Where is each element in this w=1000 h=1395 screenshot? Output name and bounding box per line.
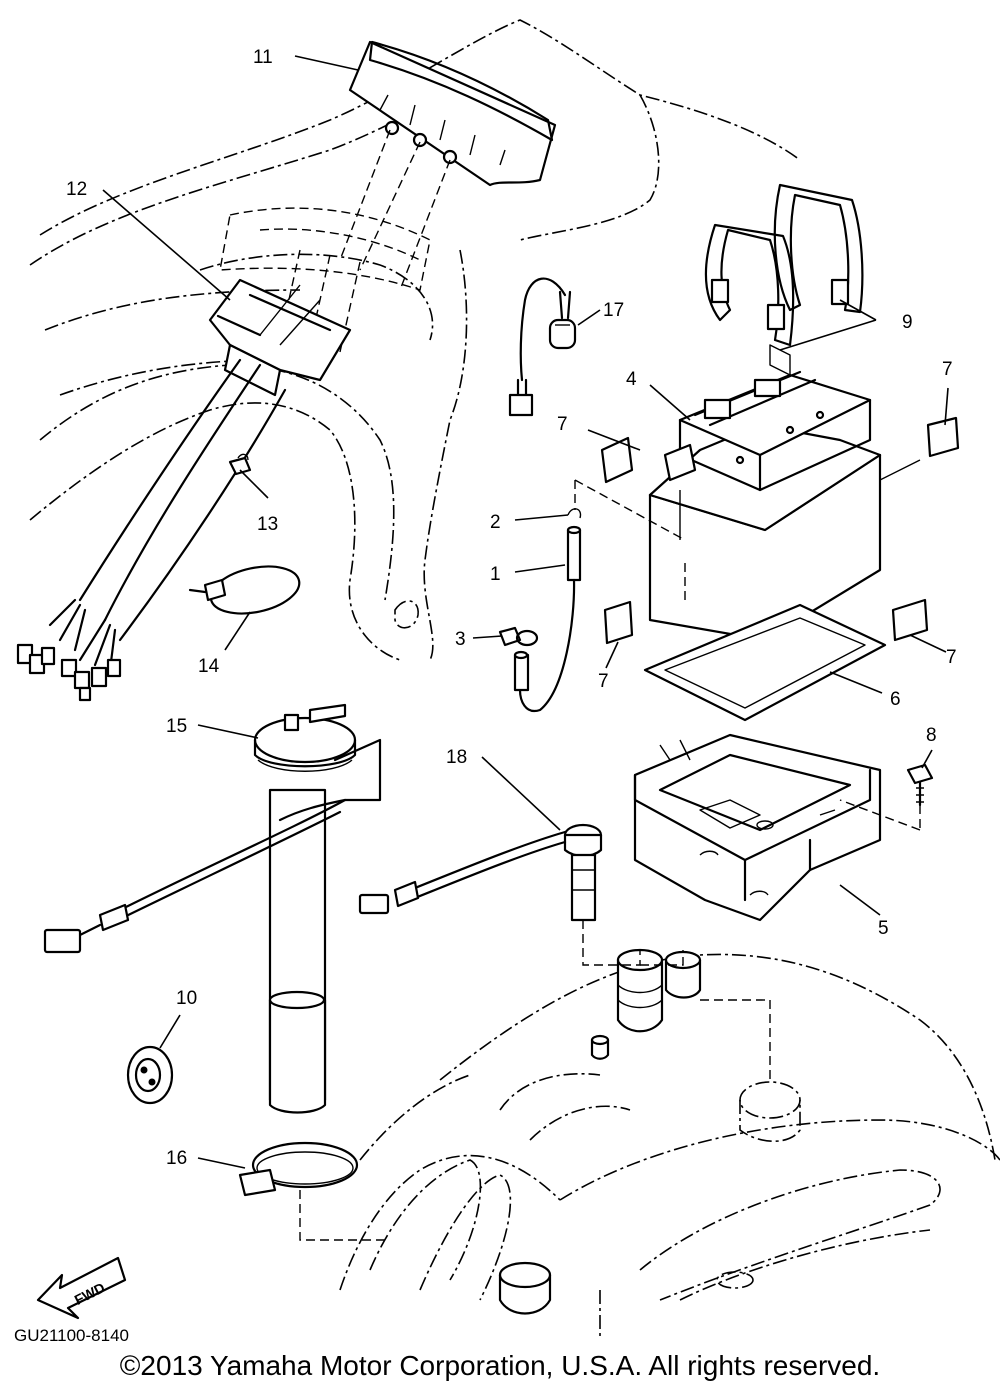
callout-9: 9 [902,312,913,333]
bolt [839,763,934,831]
callout-8: 8 [926,725,937,746]
battery [648,370,921,642]
callout-5: 5 [878,918,889,939]
callout-4: 4 [626,369,637,390]
callout-7-b: 7 [942,359,953,380]
grommet [126,1045,174,1105]
switch-block [208,278,352,397]
tank-fittings [498,948,702,1315]
callout-17: 17 [603,300,624,321]
callout-14: 14 [198,656,220,677]
copyright-notice: ©2013 Yamaha Motor Corporation, U.S.A. A… [119,1350,881,1381]
callout-7-c: 7 [598,671,609,692]
callout-7-d: 7 [946,647,957,668]
callout-2: 2 [490,512,501,533]
leader-lines [102,55,949,1169]
install-lines [700,999,771,1080]
hose-clamp [238,1141,385,1241]
cable-tie [188,565,301,615]
level-sensor [358,823,684,966]
battery-straps [704,183,864,376]
callout-7-a: 7 [557,414,568,435]
battery-case [633,560,882,922]
fuel-sender [43,703,382,1114]
callout-12: 12 [66,179,87,200]
callout-18: 18 [446,747,467,768]
callout-15: 15 [166,716,187,737]
clip-13 [228,453,252,476]
diagram-code: GU21100-8140 [14,1326,129,1345]
callout-13: 13 [257,514,278,535]
meter-gauge [339,40,557,291]
forward-arrow-icon: FWD [36,1256,127,1320]
vent-tube [513,479,686,713]
fuse-holder [508,277,577,417]
wire-harness-left [16,358,287,702]
callout-16: 16 [166,1148,187,1169]
callout-10: 10 [176,988,197,1009]
callout-3: 3 [455,629,466,650]
callout-11: 11 [253,47,273,68]
battery-mat [643,603,887,722]
callout-numbers: 11 12 13 14 15 10 16 18 17 9 4 7 7 2 1 3… [66,47,957,1169]
hose-clip [498,626,539,647]
fuel-tank [339,953,1000,1340]
callout-6: 6 [890,689,901,710]
callout-1: 1 [490,564,501,585]
warning-labels [600,416,960,645]
